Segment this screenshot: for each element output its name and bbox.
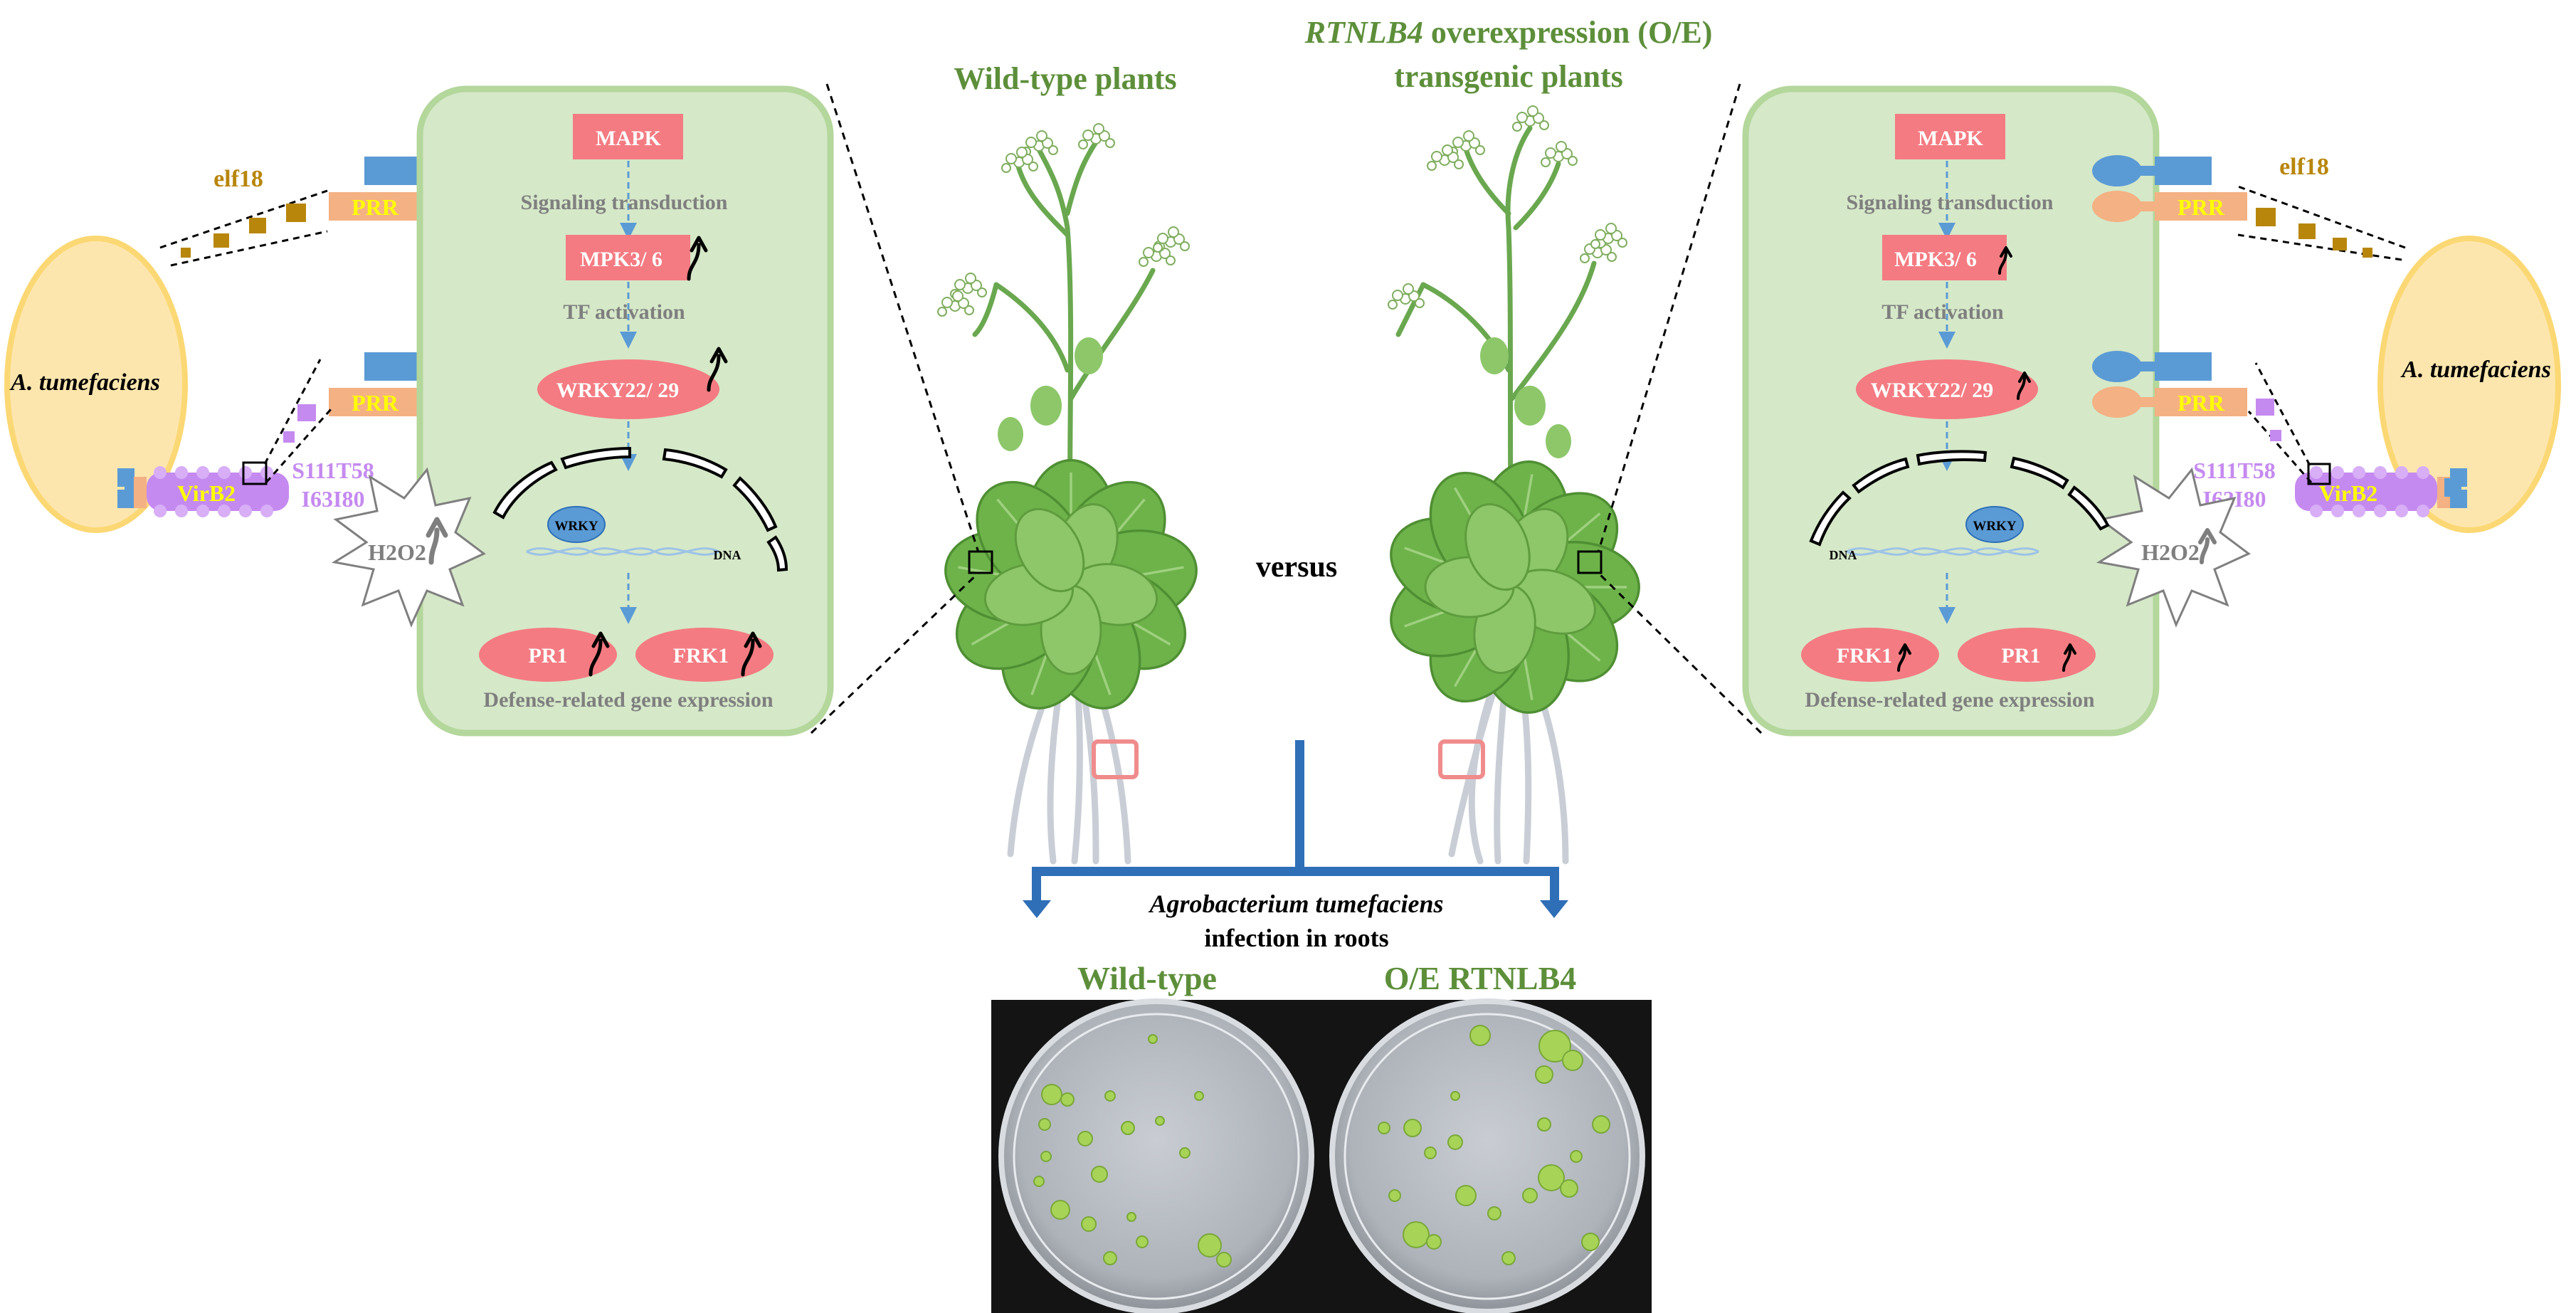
left-virb2-label: VirB2	[177, 480, 236, 506]
oe-plants-title-line2: transgenic plants	[1394, 59, 1622, 94]
right-virb2-pilus: VirB2	[2295, 463, 2467, 517]
left-virb2-pilus: VirB2	[117, 461, 289, 517]
left-elf18-peptides	[181, 204, 306, 258]
right-mapk-label: MAPK	[1918, 127, 1983, 150]
left-mpk-box	[566, 235, 690, 280]
infection-label-line2: infection in roots	[1204, 924, 1388, 952]
wild-type-plant	[936, 123, 1205, 865]
left-wrky-bubble-label: WRKY	[554, 519, 598, 534]
right-bacterium	[2377, 236, 2561, 533]
right-pr1-ellipse	[1958, 628, 2096, 682]
plate-wt-label: Wild-type	[1077, 960, 1217, 996]
right-frk1-label: FRK1	[1837, 644, 1892, 668]
infection-arrows	[1023, 740, 1568, 918]
right-frk1-ellipse	[1801, 628, 1939, 682]
right-panel: A. tumefaciens elf18 PRR	[1742, 85, 2561, 737]
right-h2o2-burst: H2O2	[2096, 467, 2251, 628]
right-tf-activation-label: TF activation	[1881, 300, 2004, 324]
versus-label: versus	[1256, 551, 1337, 584]
left-dna-helix	[526, 547, 719, 556]
right-h2o2-label: H2O2	[2141, 539, 2200, 565]
left-nucleus-envelope	[492, 446, 788, 572]
left-prr-bottom-label: PRR	[352, 390, 399, 416]
left-pr1-label: PR1	[529, 644, 568, 668]
right-wrky-tf-ellipse	[1856, 359, 2038, 419]
oe-leaf-zoom-box	[1577, 550, 1603, 574]
right-defense-label: Defense-related gene expression	[1805, 688, 2094, 712]
wt-petri-dish	[998, 998, 1314, 1313]
left-defense-label: Defense-related gene expression	[483, 688, 773, 712]
oe-root-zoom-box	[1438, 739, 1485, 779]
oe-title-rest: overexpression (O/E)	[1423, 15, 1713, 50]
wt-plants-title: Wild-type plants	[954, 61, 1176, 96]
left-panel: A. tumefaciens elf18 PRR	[4, 85, 834, 737]
left-mutations-line2: I63I80	[302, 486, 365, 512]
left-dna-label: DNA	[714, 548, 741, 562]
right-wrky-tf-label: WRKY22/ 29	[1871, 379, 1994, 402]
right-nucleus-envelope	[1809, 450, 2110, 547]
oe-rosette	[1376, 453, 1640, 722]
right-prr-bottom-receptor: PRR	[2092, 351, 2247, 418]
left-frk1-label: FRK1	[673, 644, 729, 668]
oe-plant	[1376, 105, 1640, 865]
left-tf-activation-label: TF activation	[563, 300, 685, 324]
left-mapk-box	[573, 114, 683, 159]
right-mpk-box	[1882, 235, 2007, 280]
right-elf18-peptides	[2256, 208, 2372, 258]
right-mutations-line1: S111T58	[2193, 458, 2276, 483]
left-wrky-tf-ellipse	[537, 359, 719, 419]
left-pr1-ellipse	[479, 628, 617, 682]
right-dna-helix	[1846, 547, 2039, 556]
right-dna-label: DNA	[1830, 548, 1857, 562]
left-bacterium-label: A. tumefaciens	[9, 369, 160, 396]
left-prr-top-label: PRR	[352, 194, 399, 220]
left-wrky-tf-label: WRKY22/ 29	[556, 379, 680, 402]
right-prr-bottom-label: PRR	[2178, 390, 2225, 416]
right-elf18-label: elf18	[2279, 154, 2329, 180]
left-wrky-bubble	[547, 506, 606, 543]
left-mpk-label: MPK3/ 6	[580, 248, 663, 271]
right-wrky-bubble	[1965, 506, 2024, 543]
right-pr1-label: PR1	[2002, 644, 2041, 668]
wt-root-zoom-box	[1092, 739, 1139, 779]
wt-leaf-zoom-box	[968, 550, 993, 574]
petri-dish-photo	[991, 998, 1652, 1313]
left-h2o2-label: H2O2	[368, 539, 426, 565]
oe-plants-title: RTNLB4 overexpression (O/E)	[1304, 15, 1713, 50]
right-mapk-box	[1895, 114, 2005, 159]
left-frk1-ellipse	[635, 628, 774, 682]
left-h2o2-burst: H2O2	[331, 467, 486, 628]
right-prr-top-label: PRR	[2178, 194, 2225, 220]
left-signaling-label: Signaling transduction	[521, 191, 728, 214]
right-mpk-label: MPK3/ 6	[1894, 248, 1977, 271]
wt-rosette	[936, 459, 1205, 723]
left-mutations-line1: S111T58	[292, 458, 374, 483]
right-signaling-label: Signaling transduction	[1847, 191, 2054, 214]
right-bacterium-label: A. tumefaciens	[2400, 357, 2551, 383]
left-bacterium	[4, 236, 188, 533]
zoom-lines	[810, 83, 1763, 734]
left-elf18-label: elf18	[213, 166, 263, 192]
plate-oe-label: O/E RTNLB4	[1384, 960, 1577, 996]
oe-petri-dish	[1329, 998, 1645, 1313]
right-wrky-bubble-label: WRKY	[1973, 519, 2017, 534]
left-mapk-label: MAPK	[596, 127, 661, 150]
right-prr-top-receptor: PRR	[2092, 155, 2247, 222]
oe-gene-name: RTNLB4	[1304, 15, 1423, 50]
infection-label: Agrobacterium tumefaciens	[1149, 890, 1444, 918]
